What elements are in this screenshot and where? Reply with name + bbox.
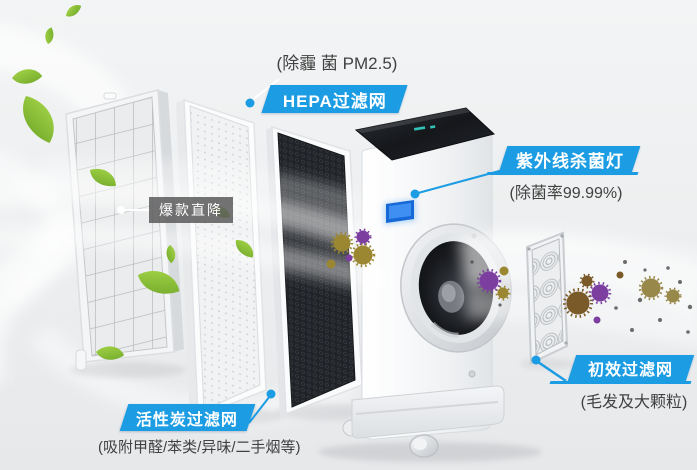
primary-note: (毛发及大颗粒) (580, 394, 688, 411)
unit-top-panel (354, 107, 496, 161)
top-display (414, 125, 436, 131)
uv-note: (除菌率99.99%) (509, 185, 623, 202)
hepa-connector-line (250, 78, 280, 102)
hepa-connector-dot (245, 98, 255, 108)
hepa-note: (除霾 菌 PM2.5) (276, 54, 398, 73)
uv-label-underline (486, 172, 639, 175)
airflow-left (0, 159, 388, 294)
carbon-note: (吸附甲醛/苯类/异味/二手烟等) (98, 439, 301, 456)
primary-connector-line (537, 360, 567, 383)
primary-filter-panel (525, 231, 569, 365)
promo-connector-dot (117, 206, 125, 214)
uv-connector-dot (410, 189, 420, 199)
promo-badge: 爆款直降 (149, 197, 233, 223)
unit-base (342, 385, 505, 458)
primary-filter-label: 初效过滤网 (567, 355, 695, 381)
carbon-connector-line (248, 395, 271, 424)
primary-connector-dot (531, 355, 541, 365)
front-screen (384, 199, 416, 225)
uv-lamp-label: 紫外线杀菌灯 (498, 146, 641, 173)
primary-label-underline (549, 381, 692, 384)
dust-and-germ-particles (326, 228, 693, 334)
hepa-filter-label: HEPA过滤网 (261, 85, 408, 113)
carbon-connector-dot (266, 389, 276, 399)
carbon-filter-label: 活性炭过滤网 (119, 404, 256, 431)
